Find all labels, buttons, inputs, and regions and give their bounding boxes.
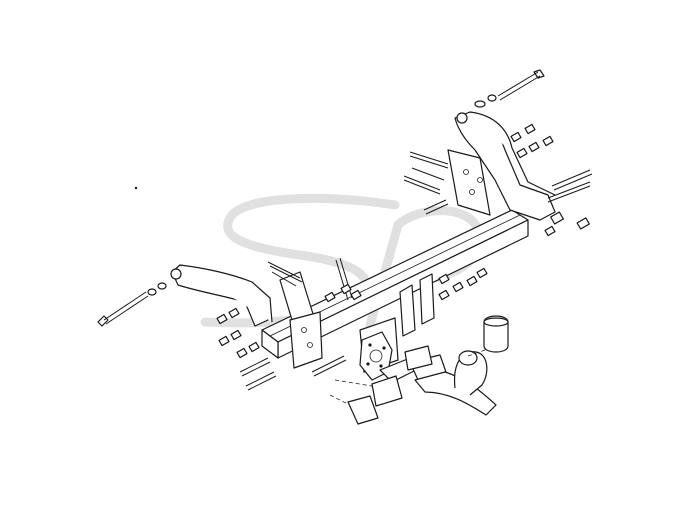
fasteners-center	[267, 257, 488, 303]
ball-cap	[467, 315, 509, 357]
left-bracket-arm	[170, 264, 323, 369]
fasteners-left	[216, 307, 347, 391]
clamp-blocks	[329, 345, 433, 425]
long-bolt-right	[474, 69, 545, 108]
fasteners-right	[403, 123, 593, 237]
long-bolt-left	[97, 282, 167, 327]
stray-dot	[134, 186, 138, 190]
cross-beam	[261, 209, 529, 359]
right-bracket-arm	[447, 111, 556, 221]
